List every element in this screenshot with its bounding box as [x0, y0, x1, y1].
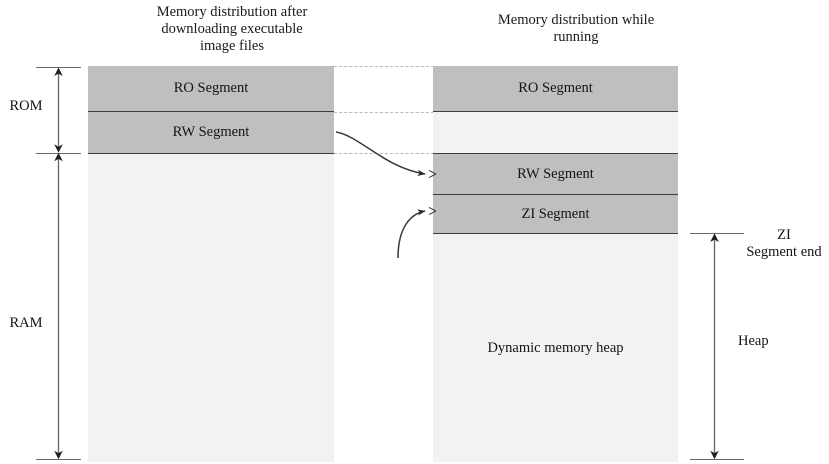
right-segment-ro-label: RO Segment — [518, 80, 593, 96]
right-segment-rw: RW Segment — [433, 154, 678, 195]
left-segment-rw: RW Segment — [88, 112, 334, 154]
left-diagram-title: Memory distribution after downloading ex… — [156, 4, 308, 54]
right-segment-zi: ZI Segment — [433, 195, 678, 234]
zi-create-arrow — [397, 209, 426, 259]
zi-segment-end-tick — [690, 233, 744, 234]
right-segment-gap — [433, 112, 678, 154]
bracket-label-zi-segment-end: ZI Segment end — [746, 227, 822, 260]
left-segment-rw-label: RW Segment — [172, 124, 250, 140]
bracket-label-heap: Heap — [738, 333, 769, 349]
bracket-label-rom: ROM — [9, 98, 43, 114]
right-segment-zi-label: ZI Segment — [521, 205, 590, 222]
ram-bracket-arrow — [54, 152, 63, 460]
connector-line-rw-bottom — [334, 153, 434, 154]
rom-top-tick — [36, 67, 81, 68]
left-segment-ro: RO Segment — [88, 66, 334, 112]
right-segment-rw-label: RW Segment — [517, 165, 594, 182]
ram-bottom-tick — [36, 459, 81, 460]
right-segment-ro: RO Segment — [433, 66, 678, 112]
right-memory-box: RO Segment RW Segment ZI Segment Dynamic… — [433, 66, 678, 462]
connector-line-top — [334, 66, 434, 67]
left-segment-ro-label: RO Segment — [173, 80, 249, 96]
rom-bracket-arrow — [54, 67, 63, 153]
heap-bracket-arrow — [710, 233, 719, 460]
rom-bottom-tick — [36, 153, 81, 154]
right-diagram-title: Memory distribution while running — [497, 12, 655, 45]
right-segment-heap: Dynamic memory heap — [433, 234, 678, 462]
left-memory-box: RO Segment RW Segment — [88, 66, 334, 462]
left-segment-free — [88, 154, 334, 462]
connector-line-ro-bottom — [334, 112, 434, 113]
right-segment-heap-label: Dynamic memory heap — [487, 339, 624, 356]
bracket-label-ram: RAM — [9, 315, 43, 331]
heap-bottom-tick — [690, 459, 744, 460]
